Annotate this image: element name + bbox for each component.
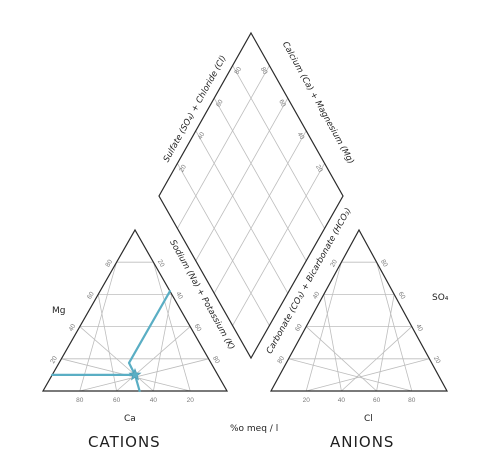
sample-point-star: [128, 368, 142, 381]
grid-line: [232, 65, 325, 229]
tick-label: 80: [379, 259, 389, 269]
tick-label: 60: [215, 98, 225, 108]
tick-label: 20: [329, 258, 339, 268]
grid-line: [177, 163, 270, 326]
grid-line: [305, 326, 377, 392]
tick-label: 80: [276, 355, 286, 365]
tick-label: 20: [432, 355, 442, 365]
tick-label: 20: [314, 164, 324, 174]
diamond-frame: [158, 31, 344, 360]
anions-so4-label: SO₄: [432, 293, 449, 303]
tick-label: 80: [408, 397, 416, 404]
tick-label: 80: [76, 397, 84, 404]
diamond-label-calcium-magnesium: Calcium (Ca) + Magnesium (Mg): [280, 40, 356, 166]
tick-label: 60: [193, 323, 203, 333]
cations-triangle-frame: [41, 228, 229, 392]
units-label: %o meq / l: [230, 424, 278, 434]
anions-tick-labels: 20 40 60 80 20 40 60 80 80 60 40 20: [276, 258, 441, 404]
tick-label: 40: [312, 290, 322, 300]
grid-line: [376, 294, 395, 392]
grid-line: [79, 358, 209, 392]
tick-label: 60: [86, 290, 96, 300]
anions-cl-label: Cl: [364, 414, 373, 424]
cations-tick-labels: 80 60 40 20 20 40 60 80 80 60 40 20: [49, 258, 221, 404]
tick-label: 40: [414, 323, 424, 333]
grid-line: [153, 294, 173, 392]
grid-line: [195, 98, 289, 261]
tick-label: 40: [197, 131, 207, 141]
grid-line: [116, 326, 191, 392]
tick-label: 80: [211, 355, 221, 365]
diamond-grid: [177, 65, 325, 326]
tick-label: 80: [104, 258, 114, 268]
anions-triangle-grid: [288, 261, 430, 392]
cations-ca-label: Ca: [124, 414, 136, 424]
grid-line: [341, 326, 413, 392]
grid-line: [97, 294, 117, 392]
tick-label: 20: [178, 163, 188, 173]
cations-triangle-grid: [61, 261, 209, 392]
tick-label: 60: [277, 99, 287, 109]
tick-label: 60: [113, 397, 121, 404]
grid-line: [79, 326, 154, 392]
tick-label: 20: [303, 397, 311, 404]
grid-line: [177, 65, 270, 229]
grid-line: [288, 358, 412, 392]
grid-line: [306, 358, 430, 392]
tick-label: 20: [187, 397, 195, 404]
diamond-tick-labels: 20 20 40 40 60 60 80 80: [178, 66, 324, 174]
grid-line: [195, 130, 289, 294]
tick-label: 20: [156, 259, 166, 269]
tick-label: 60: [397, 291, 407, 301]
tick-label: 20: [49, 355, 59, 365]
tick-label: 40: [150, 397, 158, 404]
cations-mg-label: Mg: [52, 306, 65, 316]
grid-line: [323, 294, 342, 392]
sample-nak-line: [127, 290, 172, 376]
tick-label: 80: [259, 66, 269, 76]
tick-label: 40: [174, 291, 184, 301]
tick-label: 40: [68, 323, 78, 333]
tick-label: 60: [373, 397, 381, 404]
grid-line: [213, 130, 307, 294]
diamond-label-sulfate-chloride: Sulfate (SO₄) + Chloride (Cl): [162, 54, 229, 164]
tick-label: 40: [338, 397, 346, 404]
grid-line: [213, 98, 307, 261]
cations-sample-plot: [51, 290, 172, 393]
anions-triangle-frame: [269, 228, 449, 392]
cations-title: CATIONS: [88, 433, 161, 451]
tick-label: 40: [296, 131, 306, 141]
anions-title: ANIONS: [330, 433, 394, 451]
tick-label: 80: [233, 66, 243, 76]
grid-line: [232, 163, 325, 326]
diamond-label-carbonate-bicarbonate: Carbonate (CO₃) + Bicarbonate (HCO₃): [265, 206, 354, 355]
tick-label: 60: [294, 323, 304, 333]
